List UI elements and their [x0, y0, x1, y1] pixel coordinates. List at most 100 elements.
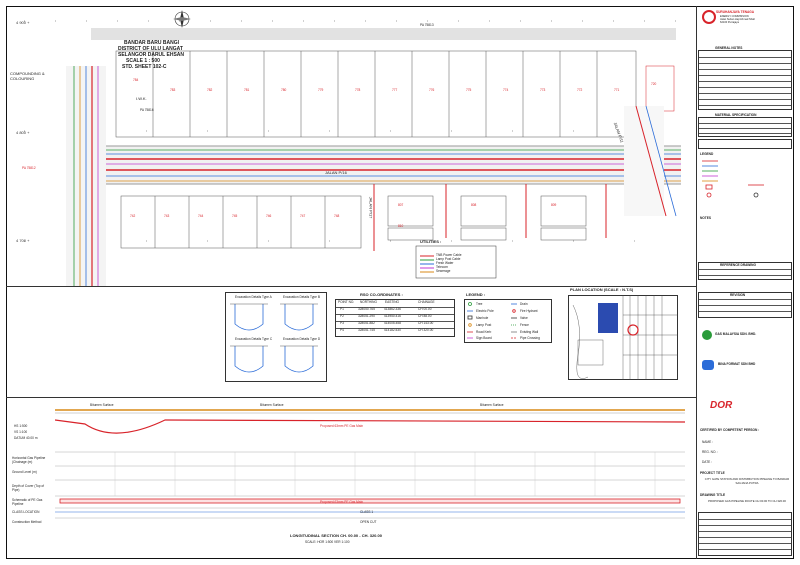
coord-cell: 414182.530	[384, 328, 401, 332]
lot-number: 807	[398, 203, 404, 207]
drawing-sheet	[6, 6, 794, 559]
coord-cell: P2	[340, 314, 344, 318]
consultant-name: BINA FORMAT SDN BHD	[718, 362, 756, 366]
lot-number: 810	[398, 224, 404, 228]
lot-number: 779	[318, 88, 324, 92]
legend-block-symbols	[702, 160, 764, 198]
coord-cell: 414005.458	[384, 321, 401, 325]
coord-cell: P1	[340, 307, 344, 311]
coord-cell: CH 88.00	[418, 314, 432, 318]
coord-cell: P3	[340, 321, 344, 325]
legend-symbols	[467, 302, 517, 339]
drawing-title: PROPOSED GAS PIPELINE ROUTE CH 00.00 TO …	[708, 499, 786, 503]
company-sub: ENERGY COMMISSION	[720, 15, 749, 18]
construction-method-value: OPEN CUT	[360, 520, 377, 524]
coord-col: NORTHING	[360, 300, 377, 304]
project-title-heading: PROJECT TITLE	[700, 471, 725, 475]
legend-item: Fence	[520, 323, 529, 327]
lot-number: 784	[133, 78, 139, 82]
utility-item: Sewerage	[436, 269, 451, 273]
legend-item: Tree	[476, 302, 483, 306]
plan-title-2: DISTRICT OF ULU LANGAT	[118, 46, 183, 52]
legend-item: Sign Board	[476, 336, 492, 340]
surface-label: Bitumen Surface	[90, 403, 114, 407]
legend-item: Fire Hydrant	[520, 309, 538, 313]
material-spec-heading: MATERIAL SPECIFICATION	[715, 113, 757, 117]
legend-item: Existing Wall	[520, 330, 539, 334]
row-label: Construction Method	[12, 520, 42, 524]
svg-text:4 800 +: 4 800 +	[16, 130, 30, 135]
divider-mid	[6, 397, 696, 398]
title-block	[696, 6, 794, 559]
lot-number: 780	[281, 88, 287, 92]
lot-number: 742	[130, 214, 136, 218]
profile-vs: VS 1:100	[14, 430, 28, 434]
excavation-detail-c: Excavation Details Type C	[235, 337, 273, 341]
lot-number: 777	[392, 88, 398, 92]
legend-item: Valve	[520, 316, 528, 320]
road-label-2: JALAN P/17	[368, 196, 374, 219]
coord-cell: 413950.416	[384, 314, 401, 318]
iwk-label: I.W.K.	[136, 96, 147, 101]
company-name: SURUHANJAYA TENAGA	[716, 10, 755, 14]
pa-left-label: PA 75812	[22, 166, 36, 170]
lot-number: 782	[207, 88, 213, 92]
legend-heading: LEGEND :	[466, 292, 486, 297]
utility-item: Fresh Water	[436, 261, 454, 265]
north-arrow-icon	[173, 10, 191, 28]
compounding-label: COMPOUNDING & COLOURING	[10, 71, 45, 81]
svg-text:4 700 +: 4 700 +	[16, 238, 30, 243]
certified-heading: CERTIFIED BY COMPETENT PERSON :	[700, 428, 760, 432]
excavation-details-panel	[225, 292, 327, 382]
st-logo-icon	[702, 10, 716, 24]
coord-col: EASTING	[385, 300, 399, 304]
plan-title-3: SELANGOR DARUL EHSAN	[118, 52, 185, 58]
legend-item: Drain	[520, 302, 528, 306]
lot-number: 773	[540, 88, 546, 92]
profile-hs: HS 1:500	[14, 424, 28, 428]
lot-number: 774	[503, 88, 509, 92]
pa-top-label: PA 75813	[420, 23, 434, 27]
coord-cell: CH 00.00	[418, 307, 432, 311]
lot-number: 778	[355, 88, 361, 92]
coord-cell: 413862.336	[384, 307, 401, 311]
cert-field: DATE :	[702, 460, 713, 464]
lot-number: 745	[232, 214, 238, 218]
row-label: Ground Level (m)	[12, 470, 37, 474]
cert-field: NAME :	[702, 440, 713, 444]
company-sub: Jalan Sultan Haji Ahmad Shah	[720, 18, 756, 21]
coord-col: CHAINAGE	[418, 300, 435, 304]
legend-item: Electric Pole	[476, 309, 494, 313]
coord-cell: 328051.882	[358, 321, 375, 325]
lot-number: 781	[244, 88, 250, 92]
divider-plan	[6, 286, 696, 287]
general-notes-table	[698, 50, 792, 110]
lot-number: 809	[551, 203, 557, 207]
reference-table	[698, 262, 792, 280]
general-notes-heading: GENERAL NOTES	[715, 46, 743, 50]
coord-cell: CH 143.00	[418, 321, 434, 325]
row-label: Schematic of PE Gas Pipeline	[12, 498, 43, 506]
excavation-detail-a: Excavation Details Type A	[235, 295, 272, 299]
plan-title-4: SCALE 1 : 500	[126, 58, 160, 64]
row-label: Depth of Cover (Top of Pipe)	[12, 484, 45, 492]
lot-number: 746	[266, 214, 272, 218]
revision-table	[698, 292, 792, 318]
legend-block-heading: LEGEND	[700, 152, 714, 156]
profile-footer-scale: SCALE: HOR 1:500 VER 1:100	[305, 540, 350, 544]
profile-footer-title: LONGITUDINAL SECTION CH. 00.00 - CH. 320…	[290, 533, 382, 538]
gas-malaysia-logo-icon	[702, 330, 712, 340]
surface-label: Bitumen Surface	[480, 403, 504, 407]
cert-field: REG. NO. :	[702, 450, 719, 454]
class-location-value: CLASS 1	[360, 510, 374, 514]
project-title: CITY GATE STATION AND DISTRIBUTION PIPEL…	[704, 477, 790, 485]
coord-cell: 328050.765	[358, 307, 375, 311]
legend-item: Road Kerb	[476, 330, 492, 334]
legend-item: Manhole	[476, 316, 489, 320]
lot-number: 776	[429, 88, 435, 92]
lot-number: 743	[164, 214, 170, 218]
company-sub: 62100 Putrajaya	[720, 21, 739, 24]
coord-heading: RSO CO-ORDINATES :	[360, 292, 403, 297]
drawing-info-table	[698, 512, 792, 556]
profile-datum: DATUM 40.00 m	[14, 436, 38, 440]
